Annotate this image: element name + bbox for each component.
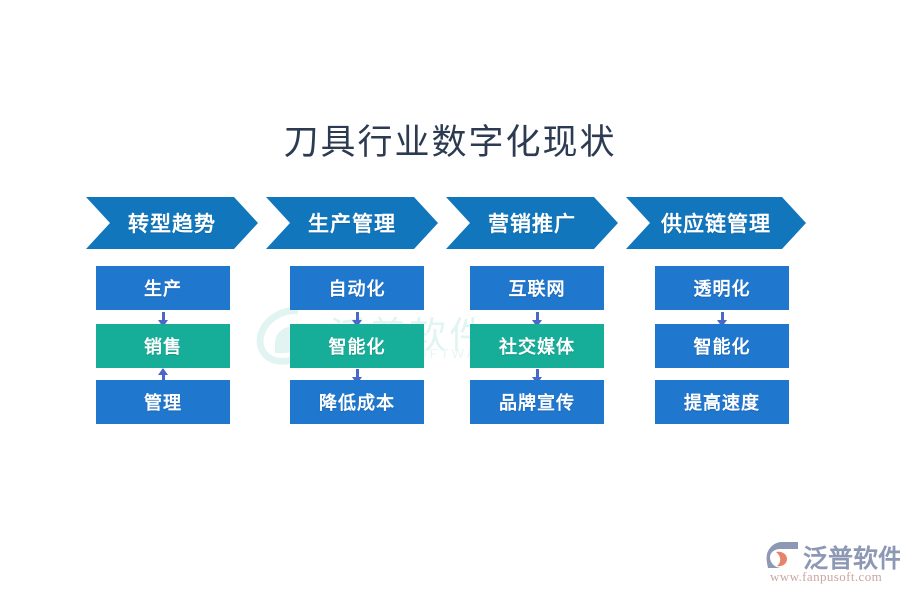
logo-url: www.fanpusoft.com — [770, 569, 883, 584]
arrow-down-3-1 — [530, 312, 544, 327]
node-4-1[interactable]: 透明化 — [655, 266, 789, 310]
node-2-3[interactable]: 降低成本 — [290, 380, 424, 424]
node-1-1[interactable]: 生产 — [96, 266, 230, 310]
chevron-header-3[interactable]: 营销推广 — [446, 197, 618, 249]
chevron-header-2[interactable]: 生产管理 — [266, 197, 438, 249]
node-4-2[interactable]: 智能化 — [655, 324, 789, 368]
node-2-1[interactable]: 自动化 — [290, 266, 424, 310]
arrow-up-1-2 — [156, 368, 170, 383]
logo-text: 泛普软件 — [803, 545, 900, 573]
arrow-down-4-1 — [715, 312, 729, 327]
node-1-3[interactable]: 管理 — [96, 380, 230, 424]
page-title: 刀具行业数字化现状 — [283, 123, 617, 162]
chevron-header-1[interactable]: 转型趋势 — [86, 197, 258, 249]
chevron-header-4[interactable]: 供应链管理 — [626, 197, 806, 249]
node-1-2[interactable]: 销售 — [96, 324, 230, 368]
fanpu-logo-icon — [766, 542, 798, 568]
node-2-2[interactable]: 智能化 — [290, 324, 424, 368]
node-4-3[interactable]: 提高速度 — [655, 380, 789, 424]
node-3-1[interactable]: 互联网 — [470, 266, 604, 310]
brand-logo: 泛普软件 www.fanpusoft.com — [766, 540, 900, 588]
arrow-down-2-1 — [350, 312, 364, 327]
arrow-down-1-1 — [156, 312, 170, 327]
node-3-3[interactable]: 品牌宣传 — [470, 380, 604, 424]
node-3-2[interactable]: 社交媒体 — [470, 324, 604, 368]
